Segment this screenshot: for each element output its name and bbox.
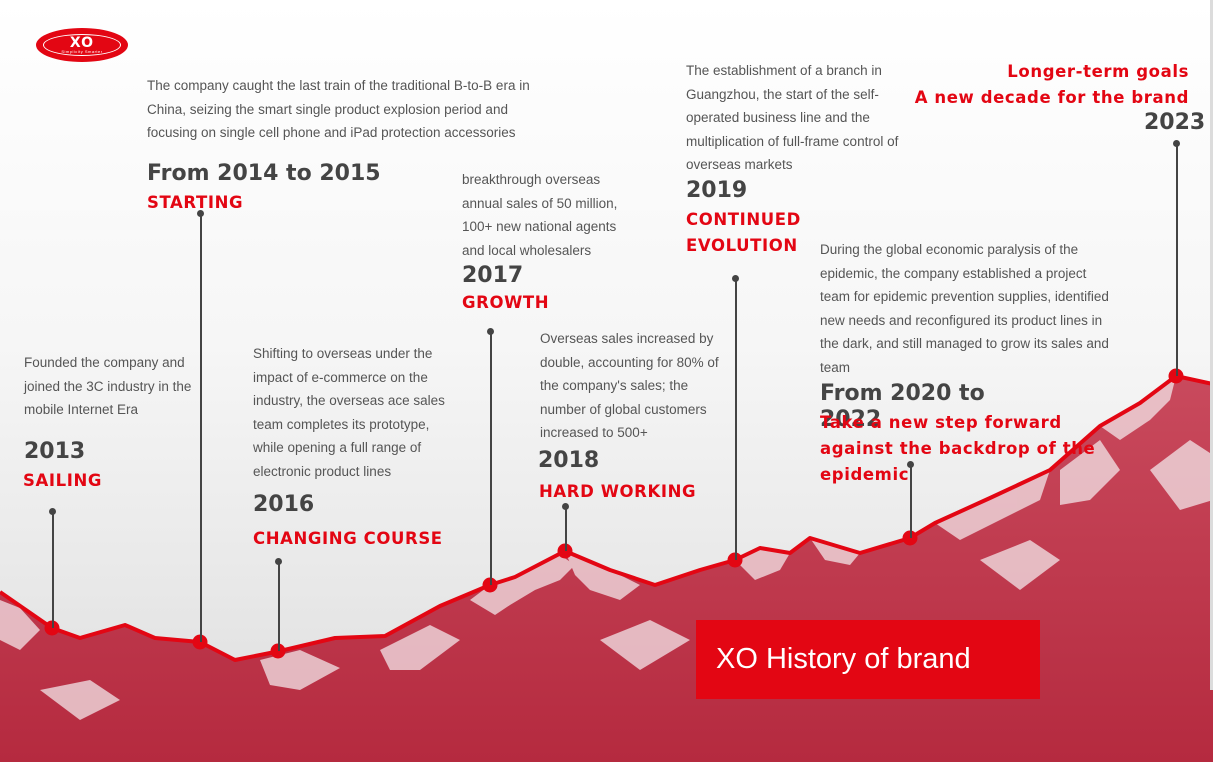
right-border: [1210, 0, 1213, 690]
milestone-stem-2013: [52, 512, 54, 628]
history-banner: XO History of brand: [696, 620, 1040, 699]
milestone-2017-year: 2017: [462, 263, 524, 288]
milestone-2019-label: CONTINUED EVOLUTION: [686, 210, 801, 255]
milestone-2019-description: The establishment of a branch in Guangzh…: [686, 63, 899, 172]
milestone-2016-description: Shifting to overseas under the impact of…: [253, 346, 445, 479]
stem-dot: [907, 461, 914, 468]
milestone-stem-2014: [200, 214, 202, 642]
milestone-2016-year: 2016: [253, 492, 315, 517]
stem-dot: [732, 275, 739, 282]
stem-dot: [197, 210, 204, 217]
milestone-2013-description: Founded the company and joined the 3C in…: [24, 355, 192, 417]
milestone-2020-year: From 2020 to 2022: [820, 381, 985, 432]
milestone-2014-description: The company caught the last train of the…: [147, 78, 530, 140]
milestone-2017-label: GROWTH: [462, 293, 550, 312]
xo-logo: XO Simplicity Smarter: [36, 28, 128, 62]
stem-dot: [49, 508, 56, 515]
milestone-2018-year: 2018: [538, 448, 600, 473]
history-banner-title: XO History of brand: [716, 643, 971, 675]
milestone-stem-2016: [278, 562, 280, 651]
milestone-2013-year: 2013: [24, 439, 86, 464]
stem-dot: [1173, 140, 1180, 147]
milestone-2023-year: 2023: [1144, 110, 1206, 135]
milestone-stem-2019: [735, 279, 737, 560]
milestone-2018-description: Overseas sales increased by double, acco…: [540, 331, 719, 440]
stem-dot: [275, 558, 282, 565]
milestone-2023-label-line1: Longer-term goals: [1007, 62, 1189, 81]
milestone-2013-label: SAILING: [23, 471, 102, 490]
milestone-stem-2020: [910, 465, 912, 538]
stem-dot: [487, 328, 494, 335]
milestone-2016-label: CHANGING COURSE: [253, 529, 443, 548]
milestone-2020-label: Take a new step forward against the back…: [820, 413, 1096, 484]
milestone-2019-year: 2019: [686, 178, 748, 203]
stem-dot: [562, 503, 569, 510]
milestone-2023-label-line2: A new decade for the brand: [914, 88, 1189, 107]
milestone-stem-2023: [1176, 144, 1178, 376]
milestone-2018-label: HARD WORKING: [539, 482, 697, 501]
milestone-2020-description: During the global economic paralysis of …: [820, 242, 1109, 375]
milestone-2017-description: breakthrough overseas annual sales of 50…: [462, 172, 618, 258]
milestone-stem-2017: [490, 332, 492, 585]
milestone-2014-year: From 2014 to 2015: [147, 161, 381, 186]
milestone-2014-label: STARTING: [147, 193, 244, 212]
milestone-stem-2018: [565, 507, 567, 551]
